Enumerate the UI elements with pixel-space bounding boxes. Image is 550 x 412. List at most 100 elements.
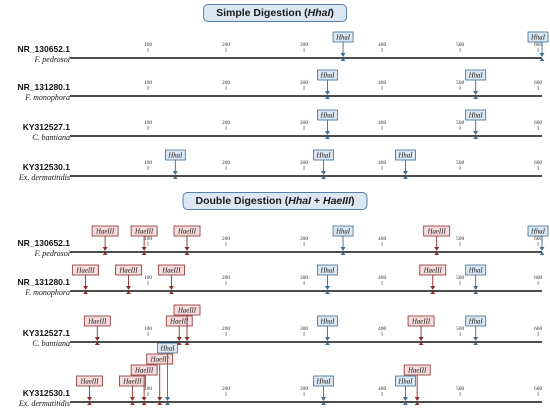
double-track-2-tick-label-3: 400 xyxy=(378,326,387,332)
simple-track-3-cut-marker-2 xyxy=(402,176,408,179)
double-track-1-cut-arrowhead-2 xyxy=(168,286,174,290)
simple-track-3-tick-label-5: 600 xyxy=(534,160,543,166)
double-track-0-cut-marker-3 xyxy=(340,252,346,255)
double-track-2-cut-arrowhead-4 xyxy=(418,337,424,341)
double-track-3-cut-arrowhead-3 xyxy=(157,397,163,401)
double-track-1-cut-label-5: HhaI xyxy=(468,268,484,275)
double-track-3-cut-label-6: HhaI xyxy=(397,379,413,386)
double-track-1-tick-label-4: 500 xyxy=(456,275,465,281)
double-track-1-accession: NR_131280.1 xyxy=(17,277,70,287)
double-track-3-tick-label-3: 400 xyxy=(378,386,387,392)
double-track-3-cut-marker-0 xyxy=(87,402,93,405)
double-track-2-cut-label-3: HhaI xyxy=(319,319,335,326)
double-track-2-cut-label-1: HaeIII xyxy=(169,319,189,326)
double-track-2-cut-box-1 xyxy=(165,315,193,327)
double-track-3-cut-marker-1 xyxy=(129,402,135,405)
double-track-1-cut-label-3: HhaI xyxy=(319,268,335,275)
simple-track-1-accession: NR_131280.1 xyxy=(17,82,70,92)
simple-track-3-tick-label-0: 100 xyxy=(144,160,153,166)
double-track-1-cut-marker-1 xyxy=(126,291,132,294)
double-track-0-cut-arrowhead-0 xyxy=(102,247,108,251)
simple-track-3-cut-arrowhead-1 xyxy=(321,171,327,175)
double-track-2-cut-box-0 xyxy=(83,315,111,327)
double-track-0-cut-box-4 xyxy=(423,225,451,237)
double-track-1-cut-label-0: HaeIII xyxy=(76,268,96,275)
simple-title-prefix: Simple Digestion ( xyxy=(216,7,308,19)
simple-track-0-cut-label-1: HhaI xyxy=(530,35,546,42)
double-track-1-cut-box-3 xyxy=(317,264,338,276)
simple-track-3-tick-label-3: 400 xyxy=(378,160,387,166)
double-track-2-tick-label-4: 500 xyxy=(456,326,465,332)
double-track-2-cut-label-4: HaeIII xyxy=(411,319,431,326)
double-track-3-cut-box-5 xyxy=(313,375,334,387)
double-track-2-cut-label-2: HaeIII xyxy=(177,308,197,315)
simple-track-1-tick-label-5: 600 xyxy=(534,80,543,86)
simple-track-3-cut-marker-0 xyxy=(172,176,178,179)
simple-track-1-tick-label-1: 200 xyxy=(222,80,231,86)
double-track-1-cut-marker-5 xyxy=(473,291,479,294)
double-track-2-cut-arrowhead-0 xyxy=(94,337,100,341)
simple-track-1-cut-label-0: HhaI xyxy=(319,73,335,80)
double-track-0-cut-box-5 xyxy=(527,225,549,237)
double-track-3-cut-marker-5 xyxy=(321,402,327,405)
simple-track-3-cut-label-2: HhaI xyxy=(397,153,413,160)
double-track-2-cut-arrowhead-2 xyxy=(184,337,190,341)
double-track-0-tick-label-4: 500 xyxy=(456,236,465,242)
double-track-3-cut-box-3 xyxy=(146,353,174,365)
simple-title-suffix: ) xyxy=(330,7,334,19)
simple-track-3-cut-label-0: HhaI xyxy=(167,153,183,160)
double-track-0-tick-label-1: 200 xyxy=(222,236,231,242)
double-track-2-tick-label-5: 600 xyxy=(534,326,543,332)
simple-digestion-title: Simple Digestion (HhaI) xyxy=(203,4,347,22)
simple-track-1-cut-box-1 xyxy=(465,69,487,81)
double-track-3-cut-label-4: HhaI xyxy=(160,346,176,353)
double-track-0-accession: NR_130652.1 xyxy=(17,238,70,248)
double-track-2-cut-arrowhead-1 xyxy=(176,337,182,341)
simple-track-3-cut-box-2 xyxy=(395,149,416,161)
double-track-1-tick-label-2: 300 xyxy=(300,275,309,281)
simple-track-3-tick-label-4: 500 xyxy=(456,160,465,166)
double-track-2-tick-label-1: 200 xyxy=(222,326,231,332)
double-track-0-cut-box-0 xyxy=(91,225,119,237)
simple-track-0-accession: NR_130652.1 xyxy=(17,44,70,54)
double-track-3-cut-arrowhead-1 xyxy=(129,397,135,401)
simple-track-1-cut-marker-0 xyxy=(324,96,330,99)
double-track-1-cut-marker-0 xyxy=(83,291,89,294)
double-track-2-cut-arrowhead-3 xyxy=(324,337,330,341)
simple-track-3-tick-label-1: 200 xyxy=(222,160,231,166)
double-track-3-accession: KY312530.1 xyxy=(22,388,70,398)
simple-track-2-tick-label-5: 600 xyxy=(534,120,543,126)
double-track-3-cut-arrowhead-2 xyxy=(141,397,147,401)
double-track-3-cut-arrowhead-0 xyxy=(87,397,93,401)
simple-track-2-cut-box-0 xyxy=(317,109,338,121)
double-track-0-cut-arrowhead-3 xyxy=(340,247,346,251)
double-track-0-cut-marker-0 xyxy=(102,252,108,255)
double-track-1-tick-label-0: 100 xyxy=(144,275,153,281)
double-track-3-cut-marker-6 xyxy=(402,402,408,405)
double-track-0-cut-marker-4 xyxy=(434,252,440,255)
simple-track-2-cut-label-0: HhaI xyxy=(319,113,335,120)
double-title-suffix: ) xyxy=(351,195,355,207)
simple-track-3-cut-arrowhead-2 xyxy=(402,171,408,175)
simple-track-2-tick-label-1: 200 xyxy=(222,120,231,126)
double-track-2-tick-label-0: 100 xyxy=(144,326,153,332)
double-track-3-cut-marker-7 xyxy=(414,402,420,405)
double-track-3-cut-box-7 xyxy=(403,364,431,376)
double-track-3-cut-arrowhead-4 xyxy=(165,397,171,401)
double-track-2-tick-label-2: 300 xyxy=(300,326,309,332)
simple-track-0-cut-label-0: HhaI xyxy=(335,35,351,42)
double-track-3-tick-label-1: 200 xyxy=(222,386,231,392)
double-track-1-cut-marker-3 xyxy=(324,291,330,294)
double-track-0-cut-label-4: HaeIII xyxy=(427,229,447,236)
double-track-3-cut-label-7: HaeIII xyxy=(407,368,427,375)
simple-track-0-cut-box-1 xyxy=(527,31,549,43)
double-track-3-cut-label-5: HhaI xyxy=(316,379,332,386)
simple-track-1-tick-label-2: 300 xyxy=(300,80,309,86)
double-track-2-cut-marker-1 xyxy=(176,342,182,345)
double-track-0-cut-label-3: HhaI xyxy=(335,229,351,236)
double-track-2-cut-marker-0 xyxy=(94,342,100,345)
double-track-2-cut-marker-5 xyxy=(473,342,479,345)
simple-track-1-cut-box-0 xyxy=(317,69,338,81)
simple-track-2-accession: KY312527.1 xyxy=(22,122,70,132)
